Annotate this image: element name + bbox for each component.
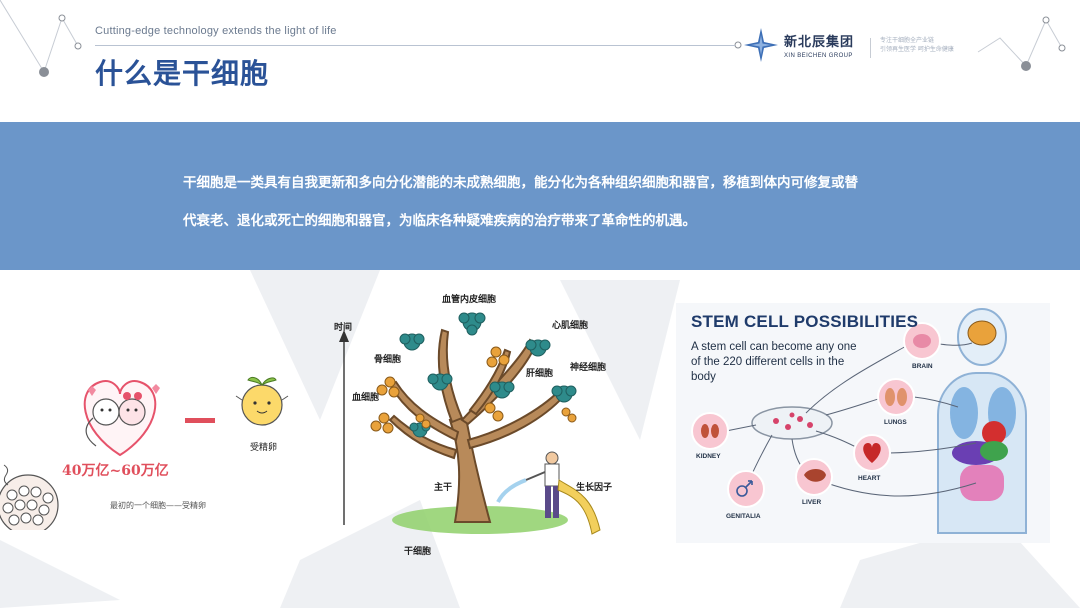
intro-line-2: 代衰老、退化或死亡的细胞和器官，为临床各种疑难疾病的治疗带来了革命性的机遇。 (183, 213, 696, 229)
nerve-cell-label: 神经细胞 (570, 363, 607, 373)
poster-title: STEM CELL POSSIBILITIES (691, 312, 919, 331)
lungs-icon (885, 388, 907, 406)
tree-drawing (339, 312, 601, 535)
organ-label-liver: LIVER (802, 499, 822, 506)
star-logo-icon (744, 28, 778, 62)
organ-label-genitalia: GENITALIA (726, 513, 761, 520)
intro-text: 干细胞是一类具有自我更新和多向分化潜能的未成熟细胞，能分化为各种组织细胞和器官，… (183, 164, 983, 240)
organ-label-heart: HEART (858, 475, 881, 482)
organ-label-kidney: KIDNEY (696, 453, 721, 460)
organ-label-brain: BRAIN (912, 363, 933, 370)
tagline: Cutting-edge technology extends the ligh… (95, 25, 337, 37)
intro-band (0, 122, 1080, 270)
organ-label-lungs: LUNGS (884, 419, 907, 426)
company-slogan: 专注干细胞全产业链 引领再生医学 呵护生命健康 (880, 36, 954, 54)
stem-cell-label: 干细胞 (404, 547, 432, 557)
slogan-line-2: 引领再生医学 呵护生命健康 (880, 46, 954, 53)
logo-english-name: XIN BEICHEN GROUP (784, 53, 853, 59)
trunk-label: 主干 (434, 483, 453, 493)
company-logo: 新北辰集团 XIN BEICHEN GROUP (744, 28, 854, 62)
bone-cell-label: 骨细胞 (374, 355, 402, 365)
brain-icon (913, 334, 931, 348)
endothelial-cell-label: 血管内皮细胞 (442, 295, 497, 305)
fertilization-illustration: 40万亿~60万亿 受精卵 最初的一个细胞——受精卵 (0, 360, 320, 536)
heart-icon (863, 443, 881, 463)
stem-cell-possibilities-poster: STEM CELL POSSIBILITIES A stem cell can … (676, 303, 1050, 543)
poster-drawing (691, 308, 1027, 534)
zygote-label: 受精卵 (250, 443, 278, 453)
stem-cell-tree-illustration: 时间 血管内皮细胞 心肌细胞 骨细胞 肝细胞 神经细胞 血细胞 主干 生长因子 … (330, 290, 660, 565)
liver-icon (804, 469, 826, 482)
liver-cell-label: 肝细胞 (526, 369, 554, 379)
cardiac-cell-label: 心肌细胞 (552, 321, 589, 331)
genitalia-icon (736, 480, 753, 497)
slogan-line-1: 专注干细胞全产业链 (880, 37, 935, 44)
cell-count-label: 40万亿~60万亿 (62, 463, 169, 479)
blood-cell-label: 血细胞 (352, 393, 380, 403)
poster-subtitle: A stem cell can become any one of the 22… (691, 341, 857, 383)
header-divider (95, 45, 735, 46)
logo-chinese-name: 新北辰集团 (784, 35, 855, 50)
growth-factor-label: 生长因子 (576, 483, 613, 493)
intro-line-1: 干细胞是一类具有自我更新和多向分化潜能的未成熟细胞，能分化为各种组织细胞和器官，… (183, 175, 858, 191)
fertilization-caption: 最初的一个细胞——受精卵 (110, 501, 206, 510)
fertilization-drawing (0, 376, 289, 536)
logo-divider (870, 38, 871, 58)
kidney-icon (701, 424, 719, 438)
page-title: 什么是干细胞 (95, 57, 270, 90)
time-axis-label: 时间 (334, 323, 353, 333)
